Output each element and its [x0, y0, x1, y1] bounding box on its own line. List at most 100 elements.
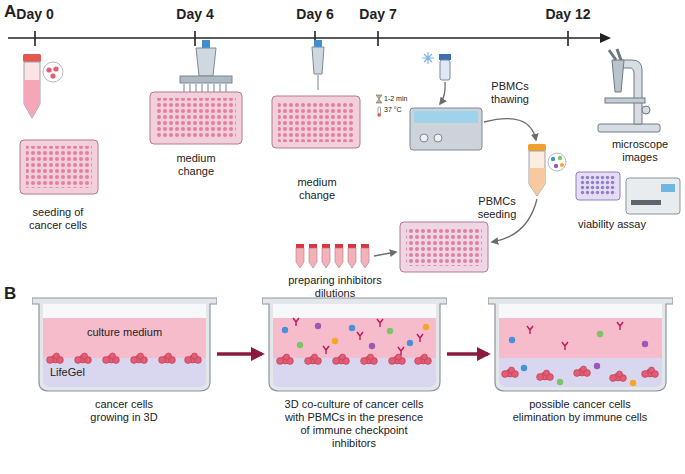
flow-arrow	[440, 82, 445, 104]
immune-cell	[560, 163, 564, 167]
dilution-tube	[348, 248, 356, 268]
step-caption: medium change	[171, 152, 221, 178]
well-plate	[272, 96, 360, 148]
pipette-manifold	[180, 76, 232, 83]
step-caption: microscope images	[605, 138, 675, 164]
day-label: Day 6	[285, 6, 345, 23]
step-caption: PBMCs thawing	[485, 80, 535, 106]
pbmc-bubble	[548, 153, 566, 171]
microscope-eyepieces	[609, 49, 621, 60]
timeline-arrowhead	[600, 33, 611, 43]
microscope-knob	[642, 106, 650, 114]
tube-cap	[361, 244, 369, 248]
immune-cell	[558, 156, 562, 160]
well-plate	[400, 222, 488, 272]
flow-arrow	[484, 119, 536, 140]
beaker-outline	[488, 296, 673, 392]
culture-medium-fill	[273, 318, 436, 358]
step-caption: PBMCs seeding	[472, 195, 522, 221]
cancer-cell	[46, 67, 51, 72]
step-caption: preparing inhibitors dilutions	[280, 274, 390, 300]
dilution-tube	[361, 248, 369, 268]
pipette-plunger	[202, 40, 210, 48]
gel-fill	[499, 358, 662, 387]
beaker-node: possible cancer cells elimination by imm…	[488, 296, 673, 472]
well-plate	[20, 140, 98, 194]
temperature-note: 37 °C	[384, 106, 424, 114]
flow-arrow	[374, 252, 396, 256]
conical-tube	[529, 151, 545, 196]
panel-letter: B	[4, 284, 24, 304]
gel-fill	[43, 358, 206, 387]
beaker-headspace	[499, 304, 662, 318]
timeline-ticks	[35, 31, 568, 46]
dilution-tube	[322, 248, 330, 268]
multichannel-pipette	[196, 48, 216, 76]
pipette	[312, 47, 324, 74]
step-caption: medium change	[292, 176, 342, 202]
inhibitor-tubes	[296, 244, 369, 268]
beaker-wall	[488, 298, 673, 391]
microscope-tube	[612, 60, 624, 92]
day-label: Day 0	[5, 6, 65, 23]
bath-dial	[420, 134, 428, 142]
tube-cap	[348, 244, 356, 248]
day-label: Day 7	[348, 6, 408, 23]
microscope-base	[598, 124, 660, 132]
tube-cap	[309, 244, 317, 248]
snowflake-icon	[422, 52, 434, 64]
medium-label: culture medium	[32, 326, 217, 339]
step-caption: seeding of cancer cells	[23, 206, 93, 232]
day-label: Day 4	[165, 6, 225, 23]
tube-cap	[322, 244, 330, 248]
beaker-caption: cancer cells growing in 3D	[79, 398, 169, 424]
immune-cell	[551, 157, 555, 161]
cancer-cell	[53, 66, 58, 71]
plate-wells	[156, 98, 236, 138]
beaker-node: 3D co-culture of cancer cells with PBMCs…	[262, 296, 447, 472]
tube-cap	[296, 244, 304, 248]
plate-wells	[278, 102, 354, 142]
bath-water	[414, 111, 478, 123]
pipette-plunger	[314, 40, 322, 47]
beaker-headspace	[43, 304, 206, 318]
process-arrow	[217, 352, 262, 356]
water-bath	[410, 108, 482, 150]
gel-fill	[273, 358, 436, 387]
time-note: 1-2 min	[384, 95, 424, 103]
tube-cap	[528, 144, 546, 151]
hourglass-icon	[376, 95, 382, 103]
cells-bubble	[43, 62, 63, 82]
thermometer-icon	[378, 107, 381, 114]
gel-label: LifeGel	[50, 366, 130, 379]
beaker-caption: 3D co-culture of cancer cells with PBMCs…	[279, 398, 429, 450]
timeline-axis	[8, 37, 602, 39]
beaker-outline	[262, 296, 447, 392]
day-label: Day 12	[538, 6, 598, 23]
assay-plate	[576, 172, 620, 200]
step-caption: viability assay	[567, 218, 657, 231]
beaker-headspace	[273, 304, 436, 318]
dilution-tube	[309, 248, 317, 268]
dilution-tube	[335, 248, 343, 268]
process-arrow	[447, 352, 488, 356]
tube-cap	[335, 244, 343, 248]
reader-display	[661, 184, 675, 192]
beaker-wall	[262, 298, 447, 391]
immune-cell	[554, 164, 558, 168]
bath-dial	[434, 134, 442, 142]
cancer-cell	[50, 73, 55, 78]
plate-wells	[406, 228, 482, 266]
plate-reader	[626, 178, 680, 214]
pipette-tip	[317, 74, 319, 90]
conical-tube	[24, 62, 40, 118]
tube-cap	[23, 54, 41, 62]
beaker-node: culture mediumLifeGel cancer cells growin…	[32, 296, 217, 472]
vial-cap	[439, 54, 451, 60]
cell-suspension	[24, 80, 40, 118]
microscope-stage	[605, 98, 645, 103]
plate-wells	[26, 146, 92, 188]
beaker-caption: possible cancer cells elimination by imm…	[505, 398, 655, 424]
pipette-tips	[184, 83, 226, 92]
pbmc-suspension	[529, 168, 545, 196]
